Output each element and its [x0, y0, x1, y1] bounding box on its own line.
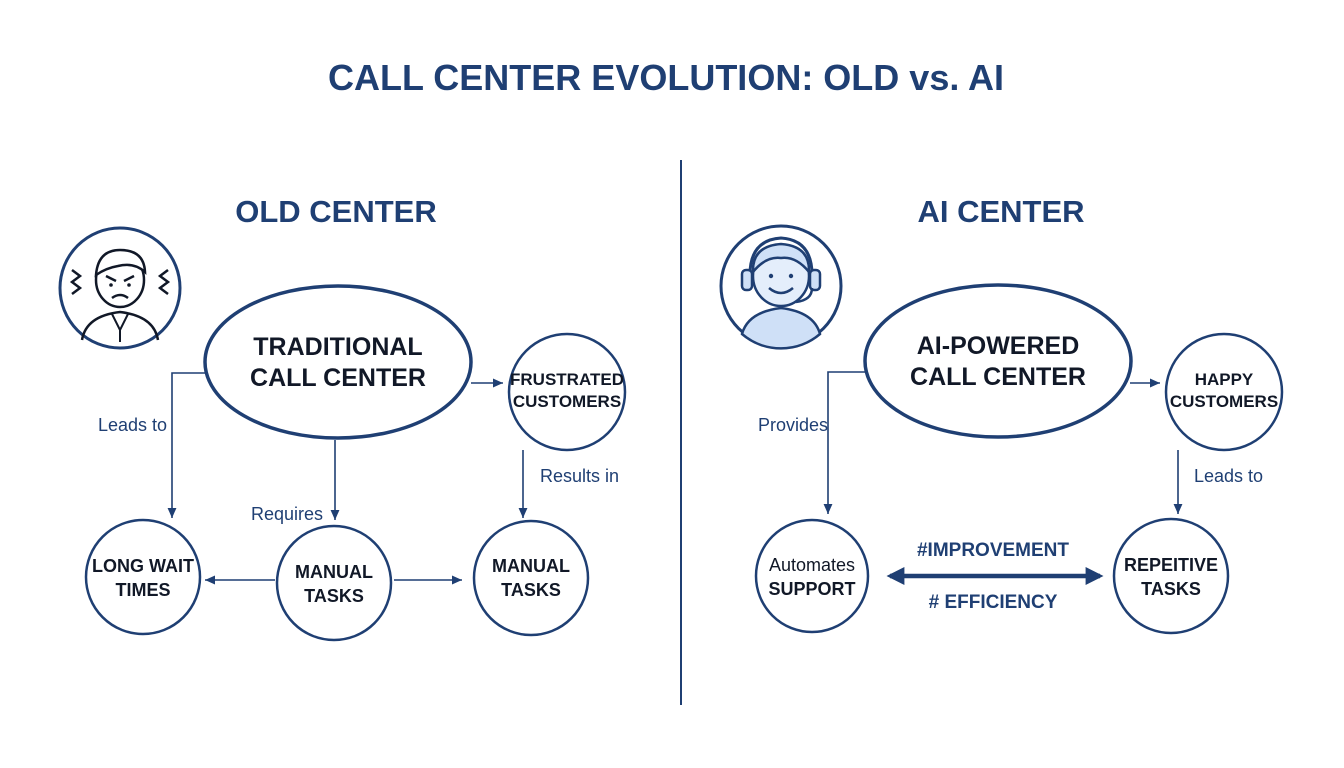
label-provides: Provides [758, 415, 828, 435]
old-center-heading: OLD CENTER [235, 194, 437, 229]
ai-center-heading: AI CENTER [917, 194, 1084, 229]
node-long-wait-line1: LONG WAIT [92, 556, 194, 576]
node-happy-line1: HAPPY [1195, 370, 1254, 389]
headset-agent-icon [719, 224, 843, 350]
label-leads-to-old: Leads to [98, 415, 167, 435]
node-automates-line2: SUPPORT [768, 579, 855, 599]
node-manual-center-line2: TASKS [304, 586, 364, 606]
node-manual-right-line2: TASKS [501, 580, 561, 600]
tag-efficiency: # EFFICIENCY [929, 592, 1058, 613]
node-repetitive-line1: REPEITIVE [1124, 555, 1218, 575]
node-ai-powered-line1: AI-POWERED [917, 332, 1080, 360]
node-long-wait-line2: TIMES [115, 580, 170, 600]
page-title: CALL CENTER EVOLUTION: OLD vs. AI [328, 57, 1004, 98]
node-frustrated-line2: CUSTOMERS [513, 392, 621, 411]
node-happy-line2: CUSTOMERS [1170, 392, 1278, 411]
node-frustrated-line1: FRUSTRATED [510, 370, 624, 389]
node-ai-powered-call-center: AI-POWERED CALL CENTER [863, 283, 1133, 439]
node-traditional-line1: TRADITIONAL [253, 333, 422, 361]
node-traditional-call-center: TRADITIONAL CALL CENTER [203, 284, 473, 440]
node-repetitive-line2: TASKS [1141, 579, 1201, 599]
edge-traditional-to-long-wait [167, 372, 206, 518]
node-ai-powered-line2: CALL CENTER [910, 363, 1086, 391]
node-happy-customers: HAPPY CUSTOMERS [1164, 332, 1284, 452]
node-manual-tasks-center: MANUAL TASKS [275, 524, 393, 642]
node-long-wait-times: LONG WAIT TIMES [84, 518, 202, 636]
node-manual-tasks-right: MANUAL TASKS [472, 519, 590, 637]
node-frustrated-customers: FRUSTRATED CUSTOMERS [507, 332, 627, 452]
label-requires: Requires [251, 504, 323, 524]
node-automates-line1: Automates [769, 555, 855, 575]
edge-ai-to-automates [823, 371, 866, 514]
frustrated-agent-icon [58, 226, 182, 350]
node-manual-center-line1: MANUAL [295, 562, 373, 582]
node-manual-right-line1: MANUAL [492, 556, 570, 576]
node-traditional-line2: CALL CENTER [250, 364, 426, 392]
node-automates-support: Automates SUPPORT [754, 518, 870, 634]
label-leads-to-ai: Leads to [1194, 466, 1263, 486]
label-results-in: Results in [540, 466, 619, 486]
node-repetitive-tasks: REPEITIVE TASKS [1112, 517, 1230, 635]
tag-improvement: #IMPROVEMENT [917, 540, 1069, 561]
